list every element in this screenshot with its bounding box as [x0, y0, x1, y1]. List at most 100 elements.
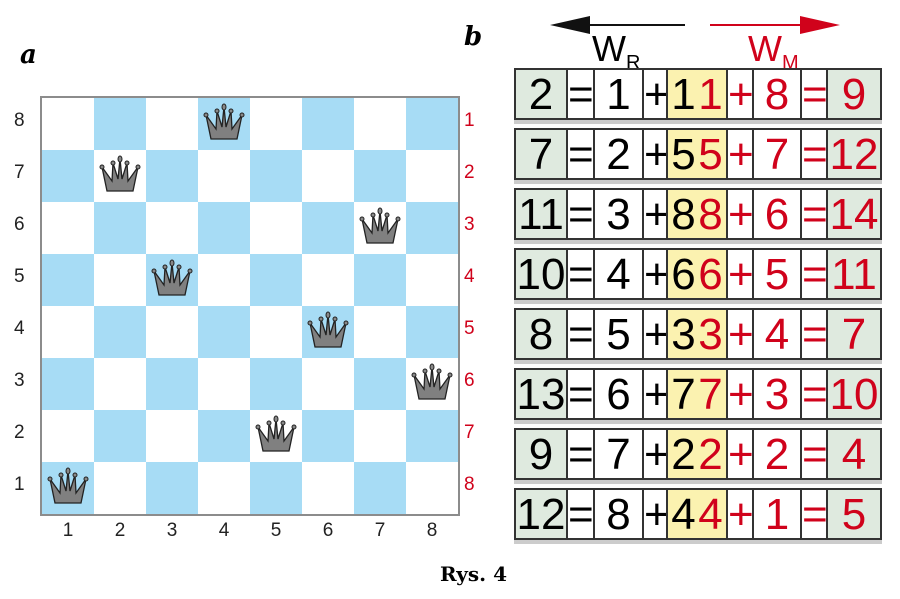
board-square	[198, 462, 250, 514]
rank-label: 5	[14, 266, 25, 287]
plus-sign: +	[728, 250, 754, 298]
board-square	[406, 202, 458, 254]
board-square	[146, 150, 198, 202]
row-value: 6	[595, 370, 644, 418]
row-value: 3	[595, 190, 644, 238]
plus-sign: +	[728, 70, 754, 118]
board-square	[354, 410, 406, 462]
board-square	[250, 462, 302, 514]
board-square	[406, 358, 458, 410]
board-square	[354, 202, 406, 254]
rank-label: 3	[14, 370, 25, 391]
wr-value: 10	[516, 250, 568, 298]
panel-b-label: b	[464, 22, 483, 52]
row-number-label: 1	[464, 110, 475, 131]
board-square	[250, 358, 302, 410]
plus-sign: +	[644, 490, 668, 538]
rank-label: 7	[14, 162, 25, 183]
column-value: 5	[671, 130, 696, 178]
chessboard	[40, 96, 460, 516]
column-value-red: 4	[698, 490, 723, 538]
file-label: 4	[218, 520, 230, 541]
board-square	[146, 202, 198, 254]
rank-label: 4	[14, 318, 25, 339]
board-square	[94, 254, 146, 306]
board-square	[354, 254, 406, 306]
queen-icon	[255, 415, 297, 452]
board-square	[250, 306, 302, 358]
column-value-red: 3	[698, 310, 723, 358]
file-label: 5	[270, 520, 282, 541]
board-square	[250, 202, 302, 254]
queen-icon	[411, 363, 453, 400]
plus-sign: +	[728, 430, 754, 478]
file-label: 1	[62, 520, 74, 541]
plus-sign: +	[728, 130, 754, 178]
board-square	[146, 306, 198, 358]
inverse-row-value: 3	[754, 370, 802, 418]
queen-icon	[99, 155, 141, 192]
row-number-label: 8	[464, 474, 475, 495]
rank-label: 6	[14, 214, 25, 235]
board-square	[302, 358, 354, 410]
row-value: 8	[595, 490, 644, 538]
equals-sign: =	[802, 430, 828, 478]
board-square	[146, 254, 198, 306]
board-square	[354, 462, 406, 514]
equals-sign: =	[568, 310, 595, 358]
column-value: 1	[671, 70, 696, 118]
wm-value: 5	[828, 490, 880, 538]
equals-sign: =	[802, 370, 828, 418]
board-square	[198, 306, 250, 358]
file-label: 6	[322, 520, 334, 541]
column-value: 7	[671, 370, 696, 418]
queen-icon	[359, 207, 401, 244]
wr-value: 11	[516, 190, 568, 238]
board-square	[42, 462, 94, 514]
plus-sign: +	[728, 490, 754, 538]
board-square	[250, 254, 302, 306]
row-number-label: 3	[464, 214, 475, 235]
equals-sign: =	[802, 490, 828, 538]
queen-icon	[203, 103, 245, 140]
plus-sign: +	[644, 430, 668, 478]
board-square	[146, 358, 198, 410]
board-square	[94, 98, 146, 150]
board-square	[42, 150, 94, 202]
wm-value: 12	[828, 130, 880, 178]
wr-value: 7	[516, 130, 568, 178]
file-label: 7	[374, 520, 386, 541]
board-square	[302, 410, 354, 462]
wm-value: 4	[828, 430, 880, 478]
inverse-row-value: 4	[754, 310, 802, 358]
board-square	[94, 202, 146, 254]
board-square	[250, 410, 302, 462]
board-square	[94, 358, 146, 410]
figure-caption: Rys. 4	[440, 562, 507, 586]
board-square	[250, 98, 302, 150]
equals-sign: =	[568, 430, 595, 478]
equals-sign: =	[568, 490, 595, 538]
board-square	[406, 150, 458, 202]
inverse-row-value: 6	[754, 190, 802, 238]
board-square	[94, 306, 146, 358]
board-square	[302, 98, 354, 150]
equals-sign: =	[802, 130, 828, 178]
rank-label: 8	[14, 110, 25, 131]
row-value: 7	[595, 430, 644, 478]
board-square	[146, 410, 198, 462]
column-value-red: 1	[698, 70, 723, 118]
inverse-row-value: 1	[754, 490, 802, 538]
inverse-row-value: 2	[754, 430, 802, 478]
board-square	[198, 254, 250, 306]
